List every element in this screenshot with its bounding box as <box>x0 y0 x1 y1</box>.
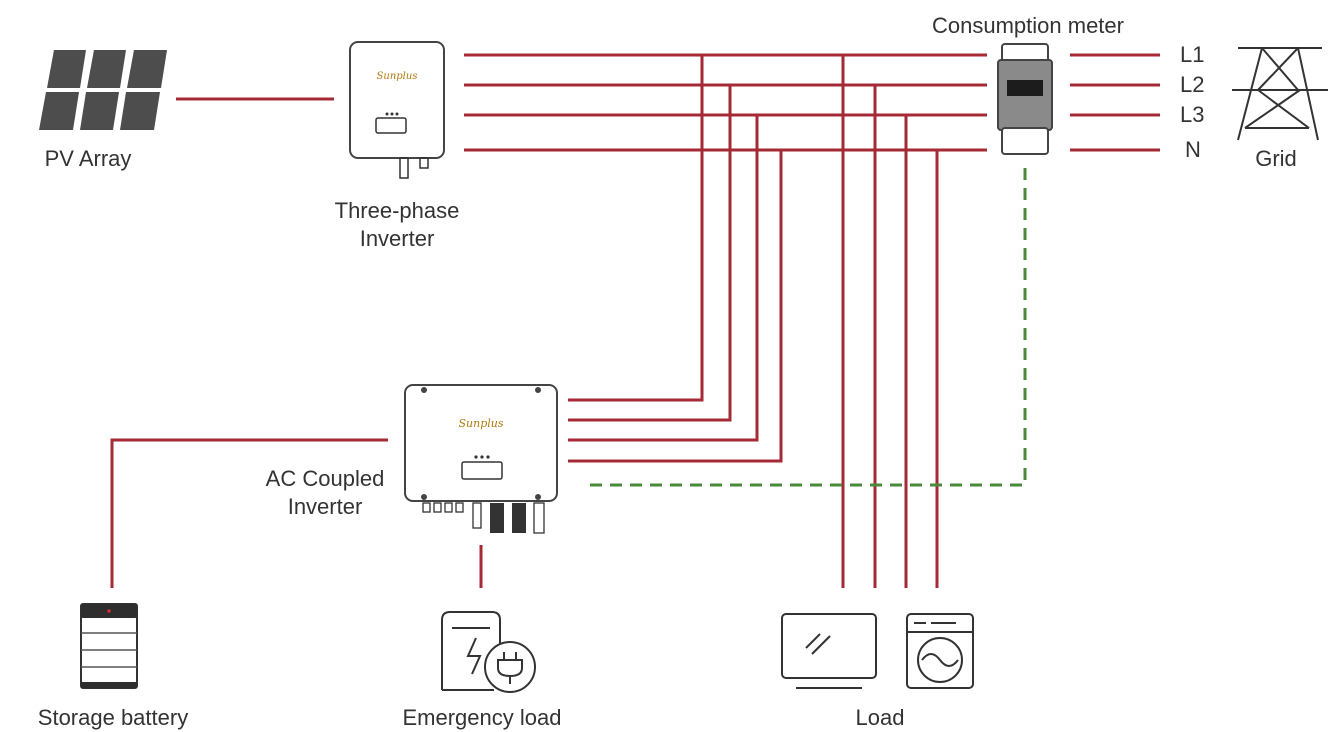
phase-n-label: N <box>1185 137 1201 162</box>
emergency-load-label: Emergency load <box>403 705 562 730</box>
washing-machine-icon <box>906 613 974 689</box>
phase-l2-label: L2 <box>1180 72 1204 97</box>
three-phase-inverter-label-1: Three-phase <box>335 198 460 223</box>
ev-charger-plug-icon <box>441 611 536 693</box>
pv-array-label: PV Array <box>45 146 132 171</box>
ac-coupled-inverter-label-2: Inverter <box>288 494 363 519</box>
load-label: Load <box>856 705 905 730</box>
ac-inverter-l1-line <box>568 55 704 402</box>
three-phase-inverter: Sunplus <box>349 41 445 179</box>
solar-panel-icon <box>39 50 167 130</box>
ac-coupled-inverter: Sunplus <box>404 384 558 534</box>
ac-inverter-n-line <box>568 150 783 463</box>
consumption-meter-label: Consumption meter <box>932 13 1124 38</box>
consumption-meter <box>997 43 1053 155</box>
monitor-icon <box>781 613 877 689</box>
ac-coupled-inverter-label-1: AC Coupled <box>266 466 385 491</box>
three-phase-inverter-label-2: Inverter <box>360 226 435 251</box>
phase-l1-label: L1 <box>1180 42 1204 67</box>
ac-inverter-l3-line <box>568 115 759 442</box>
battery-stack-icon <box>80 603 138 689</box>
inverter-brand-logo: Sunplus <box>377 71 418 82</box>
meter-communication-line <box>583 168 1027 487</box>
phase-l3-label: L3 <box>1180 102 1204 127</box>
storage-battery-label: Storage battery <box>38 705 188 730</box>
transmission-tower-icon <box>1232 47 1328 141</box>
grid-label: Grid <box>1255 146 1297 171</box>
ac-inverter-l2-line <box>568 85 732 422</box>
battery-line <box>110 438 388 588</box>
power-lines <box>110 53 1160 588</box>
ac-inverter-brand-logo: Sunplus <box>459 417 504 430</box>
